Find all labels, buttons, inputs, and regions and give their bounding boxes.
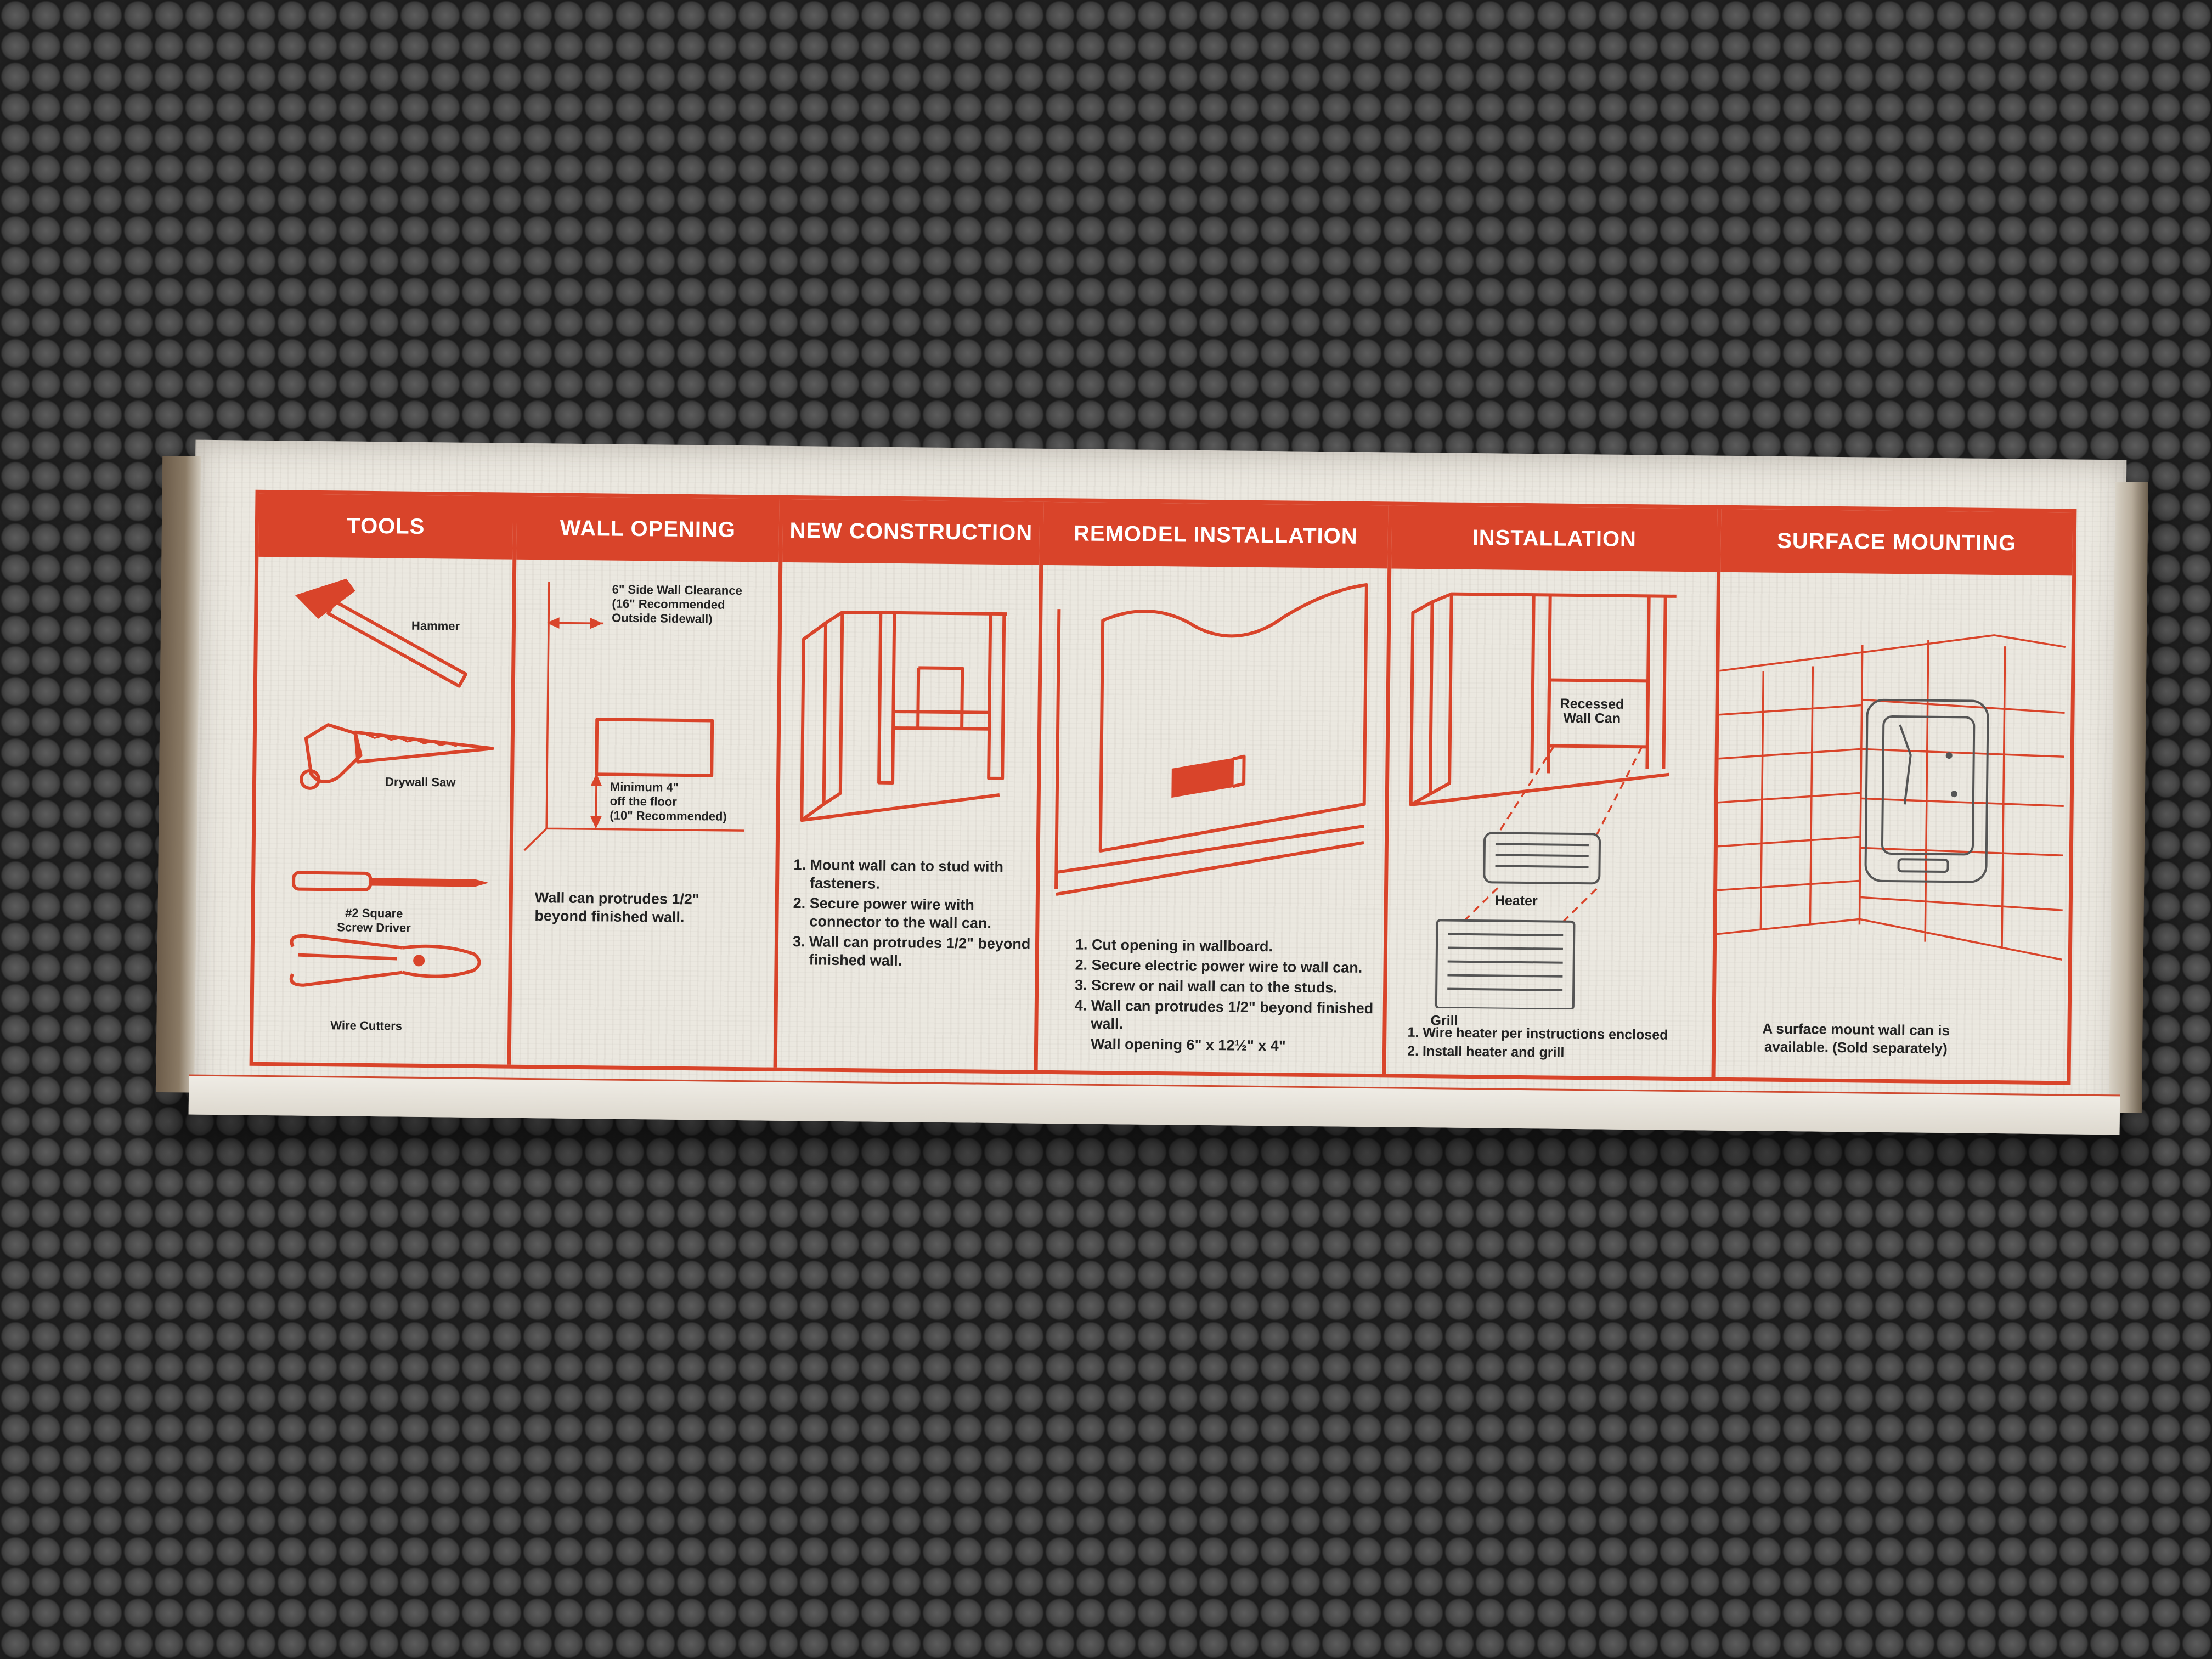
remodel-step-4: Wall can protrudes 1/2" beyond finished … xyxy=(1091,997,1379,1036)
screwdriver-label: #2 Square Screw Driver xyxy=(337,906,411,935)
tools-heading: TOOLS xyxy=(258,493,514,560)
recessed-can-label: Recessed Wall Can xyxy=(1560,696,1624,726)
installation-diagram xyxy=(1409,592,1677,1011)
surface-mounting-column: SURFACE MOUNTING A surface mount wall ca… xyxy=(1716,509,2073,1081)
new-construction-step-1: Mount wall can to stud with fasteners. xyxy=(810,856,1032,894)
remodel-heading: REMODEL INSTALLATION xyxy=(1043,501,1389,569)
drywall-saw-label: Drywall Saw xyxy=(385,775,456,789)
wire-cutters-icon xyxy=(289,934,481,987)
new-construction-step-3: Wall can protrudes 1/2" beyond finished … xyxy=(809,933,1031,971)
tools-column: TOOLS xyxy=(253,493,517,1065)
remodel-column: REMODEL INSTALLATION Cut opening in wall… xyxy=(1037,501,1392,1074)
hammer-label: Hammer xyxy=(411,618,460,633)
new-construction-steps: Mount wall can to stud with fasteners. S… xyxy=(789,856,1031,974)
remodel-opening-size: Wall opening 6" x 12½" x 4" xyxy=(1090,1035,1286,1054)
new-construction-diagram xyxy=(800,610,1007,822)
side-clearance-label: 6" Side Wall Clearance (16" Recommended … xyxy=(612,582,742,626)
remodel-step-3: Screw or nail wall can to the studs. xyxy=(1091,977,1379,997)
box-left-flap xyxy=(156,455,201,1093)
installation-steps: Wire heater per instructions enclosed In… xyxy=(1403,1024,1711,1065)
heater-label: Heater xyxy=(1494,893,1538,909)
tools-illustrations xyxy=(289,578,494,987)
remodel-steps: Cut opening in wallboard. Secure electri… xyxy=(1071,935,1379,1056)
remodel-diagram xyxy=(1054,583,1368,896)
box-right-flap xyxy=(2108,482,2148,1113)
surface-mounting-heading: SURFACE MOUNTING xyxy=(1720,509,2073,576)
heater-box: TOOLS xyxy=(156,439,2148,1135)
remodel-step-1: Cut opening in wallboard. xyxy=(1092,936,1379,957)
new-construction-step-2: Secure power wire with connector to the … xyxy=(809,894,1031,933)
surface-mounting-note: A surface mount wall can is available. (… xyxy=(1762,1020,1950,1057)
installation-column: INSTALLATION Recessed Wall Can Heater Gr… xyxy=(1386,505,1722,1077)
wall-opening-note: Wall can protrudes 1/2" beyond finished … xyxy=(534,889,699,926)
screwdriver-icon xyxy=(292,871,489,891)
installation-heading: INSTALLATION xyxy=(1391,505,1718,572)
drywall-saw-icon xyxy=(300,723,494,790)
wall-opening-heading: WALL OPENING xyxy=(516,496,780,562)
new-construction-column: NEW CONSTRUCTION Mount wall can to stud … xyxy=(777,499,1044,1070)
installation-step-2: Install heater and grill xyxy=(1423,1043,1710,1062)
hammer-icon xyxy=(295,578,468,688)
wire-cutters-label: Wire Cutters xyxy=(330,1018,403,1033)
new-construction-heading: NEW CONSTRUCTION xyxy=(782,499,1040,565)
surface-mounting-diagram xyxy=(1717,634,2066,961)
instruction-panel: TOOLS xyxy=(249,489,2077,1085)
wall-opening-column: WALL OPENING 6" Side Wall Clearance (16"… xyxy=(511,496,783,1068)
floor-clearance-label: Minimum 4" off the floor (10" Recommende… xyxy=(610,780,727,823)
remodel-step-2: Secure electric power wire to wall can. xyxy=(1091,956,1379,977)
wall-opening-diagram xyxy=(523,582,744,851)
installation-step-1: Wire heater per instructions enclosed xyxy=(1423,1024,1710,1043)
